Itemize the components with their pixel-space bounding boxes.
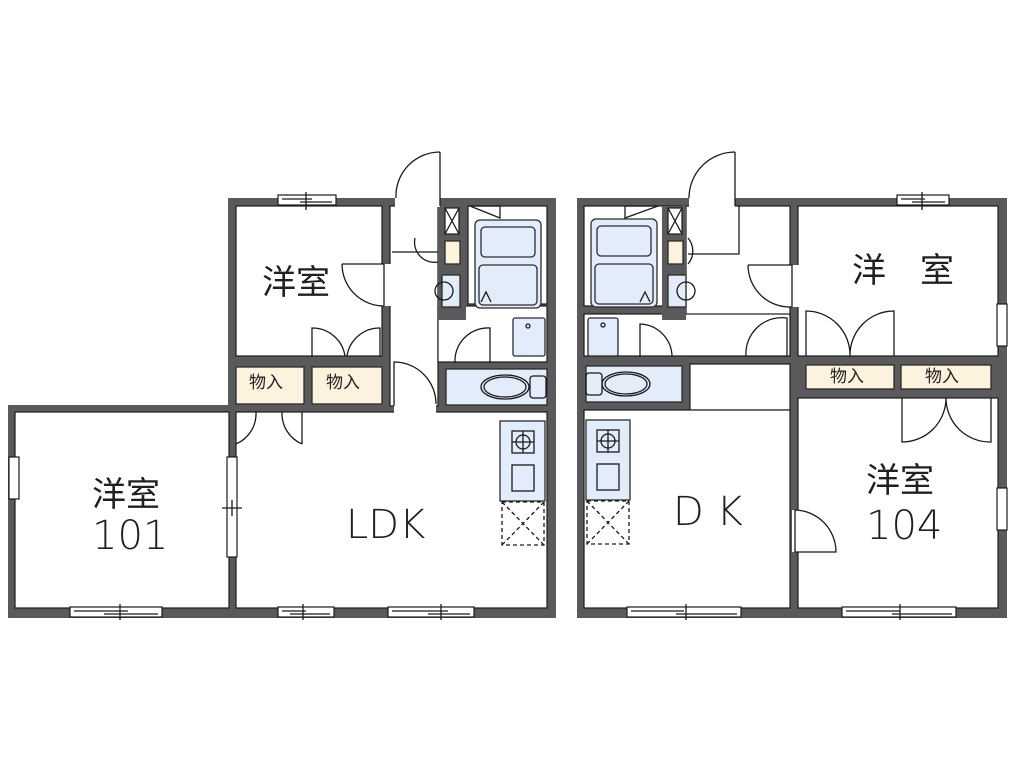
label-storage-2-left: 物入 [326,373,360,393]
storage-2-right [900,364,992,390]
closet-doors-top-right [805,310,895,357]
room-western-top-right [797,205,999,357]
window-icon [8,456,20,500]
window-icon [896,194,950,206]
left-unit [8,151,556,620]
fridge-space-icon [501,501,545,546]
window-icon [841,606,957,618]
label-storage-2-right: 物入 [925,367,959,387]
label-western-room-104: 洋室 [866,461,934,501]
fridge-space-icon [586,500,630,545]
door-swing-icon [745,316,788,357]
hallway-left [389,205,439,407]
entrance-door-left [395,151,441,206]
washbasin-icon [512,317,546,357]
door-swing-icon [639,323,673,357]
door-swing-icon [393,361,437,406]
label-western-room-101: 洋室 [92,475,160,515]
sink-icon [511,464,535,492]
label-dk: D K [673,489,743,535]
door-swing-icon [454,327,491,364]
washer-space-icon [441,274,461,308]
closet-doors-ldk [235,411,303,445]
door-swing-icon [794,509,837,553]
room-western-101 [14,411,230,609]
right-unit [577,151,1008,620]
storage-2-left [311,366,383,405]
sink-icon [596,463,620,491]
storage-1-right [805,364,895,390]
window-icon [996,303,1008,347]
entrance-door-right [688,151,736,206]
window-icon [626,606,742,618]
label-ldk: LDK [346,502,426,548]
label-unit-101: 101 [92,513,169,559]
door-swing-icon [341,263,385,307]
closet-doors-top-left [311,327,381,357]
meter-box-icon [667,207,683,235]
toilet-room-right [585,365,683,403]
washbasin-icon [587,317,619,357]
label-storage-1-right: 物入 [830,367,864,387]
room-ldk [235,411,548,609]
toilet-icon [480,374,530,400]
label-western-room-top-left: 洋室 [262,263,330,303]
window-icon [69,606,163,618]
window-icon [996,487,1008,531]
room-western-104 [797,397,999,609]
label-unit-104: 104 [866,503,943,549]
window-icon [387,606,475,618]
window-icon [277,606,335,618]
meter-box-icon [444,207,460,235]
dk-upper [689,363,791,411]
closet-doors-104 [901,397,992,443]
window-icon [277,194,337,206]
door-swing-icon [747,264,793,308]
label-storage-1-left: 物入 [249,373,283,393]
label-western-room-top-right: 洋 室 [852,251,954,291]
storage-1-left [235,366,305,405]
toilet-room-left [445,368,548,406]
